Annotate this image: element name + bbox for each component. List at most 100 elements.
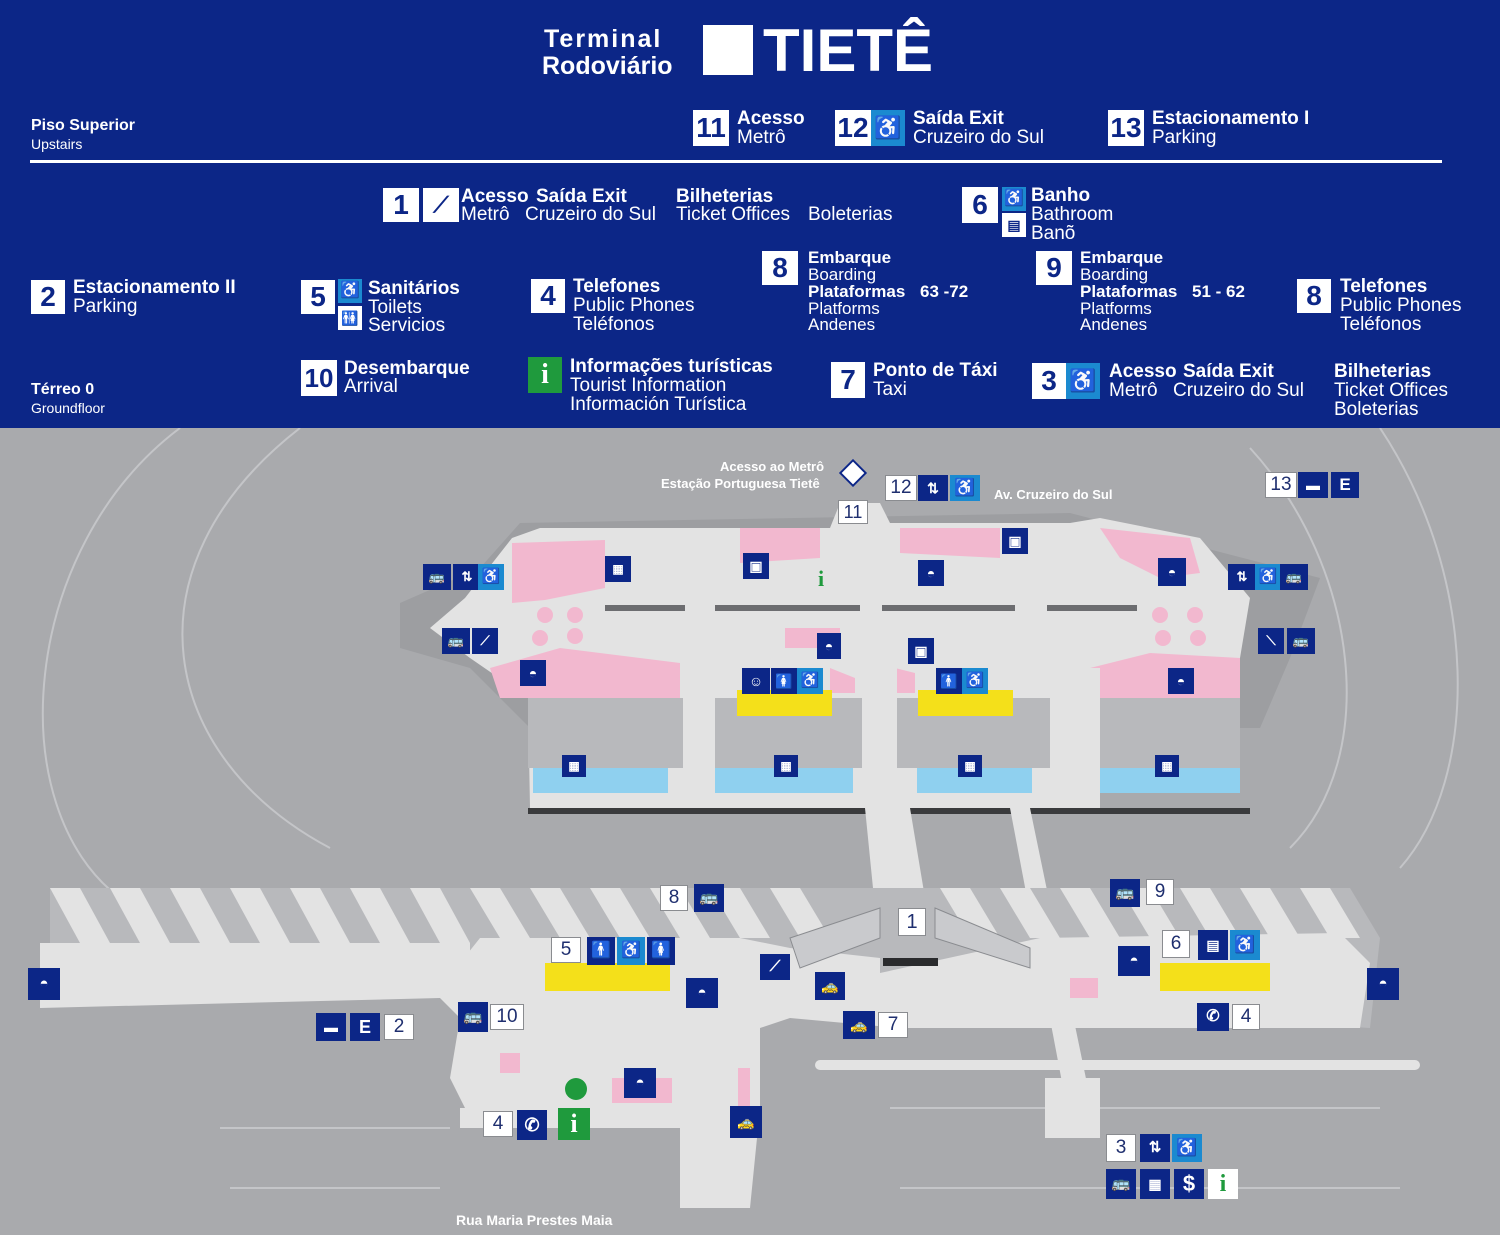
escalator-icon: ⟋ bbox=[760, 954, 790, 980]
taxi-icon: 🚕 bbox=[843, 1011, 875, 1039]
legend-num-7: 7 bbox=[831, 362, 865, 398]
legend-bilh-title: Bilheterias bbox=[1334, 361, 1432, 382]
map-marker-13: 13 bbox=[1265, 472, 1297, 498]
legend-num-8-phones: 8 bbox=[1297, 279, 1331, 313]
legend-9-platforms: Platforms bbox=[1080, 299, 1152, 318]
upper-level bbox=[400, 503, 1320, 814]
legend-9-andenes: Andenes bbox=[1080, 315, 1148, 334]
taxi-lane bbox=[815, 1060, 1420, 1070]
info-point-icon bbox=[565, 1078, 587, 1100]
legend-num-8-boarding: 8 bbox=[762, 251, 798, 285]
map-marker-12: 12 bbox=[885, 475, 917, 501]
legend-13-title: Estacionamento I bbox=[1152, 108, 1310, 129]
legend-info-title: Informações turísticas bbox=[570, 356, 773, 377]
legend-num-13: 13 bbox=[1108, 110, 1144, 146]
upstairs-floor-pt: Piso Superior bbox=[31, 117, 136, 134]
legend-num-4: 4 bbox=[531, 279, 565, 313]
map-marker-11: 11 bbox=[838, 500, 868, 524]
wheelchair-icon: ♿ bbox=[1002, 187, 1026, 211]
bus-icon: 🚌 bbox=[442, 628, 470, 654]
legend-1-boleterias: Boleterias bbox=[808, 204, 893, 225]
bus-icon: 🚌 bbox=[694, 884, 724, 912]
bus-icon: 🚌 bbox=[1110, 879, 1140, 907]
map-avenue: Av. Cruzeiro do Sul bbox=[994, 487, 1113, 502]
car-icon: ▬ bbox=[316, 1013, 346, 1041]
legend-5-title: Sanitários bbox=[368, 278, 460, 299]
legend-num-11: 11 bbox=[693, 110, 729, 146]
platform-block bbox=[528, 698, 683, 768]
upper-corridor bbox=[862, 663, 897, 808]
legend-4-s1: Public Phones bbox=[573, 295, 695, 316]
upper-corridor bbox=[1050, 668, 1100, 808]
money-icon: $ bbox=[1174, 1169, 1204, 1199]
map-metro-access: Acesso ao Metrô bbox=[720, 459, 825, 474]
legend-12-title: Saída Exit bbox=[913, 108, 1004, 129]
legend-panel: Terminal Rodoviário TIETÊ Piso Superior … bbox=[0, 0, 1500, 428]
header-name: TIETÊ bbox=[763, 17, 934, 84]
legend-num-10: 10 bbox=[301, 360, 337, 396]
bus-arrival-icon: 🚌 bbox=[458, 1002, 488, 1032]
header-terminal: Terminal bbox=[544, 25, 663, 53]
escalator-icon: ⟋ bbox=[472, 628, 498, 654]
phone-icon: ✆ bbox=[517, 1110, 547, 1140]
legend-11-sub: Metrô bbox=[737, 127, 786, 148]
bus-ticket-icon: ▦ bbox=[605, 556, 631, 582]
map-marker-2: 2 bbox=[384, 1014, 414, 1040]
legend-11-title: Acesso bbox=[737, 108, 805, 129]
restaurant-icon: ◓ bbox=[520, 660, 546, 686]
legend-6-title: Banho bbox=[1031, 185, 1091, 206]
header-square-logo bbox=[703, 25, 753, 75]
legend-13-sub: Parking bbox=[1152, 127, 1217, 148]
legend-8-embarque: Embarque bbox=[808, 248, 892, 267]
legend-1-cruzeiro: Cruzeiro do Sul bbox=[525, 204, 656, 225]
legend-8t-title: Telefones bbox=[1340, 276, 1428, 297]
map-marker-8: 8 bbox=[660, 885, 688, 911]
ticket-office-icon: ▦ bbox=[562, 755, 586, 777]
info-icon: i bbox=[528, 357, 562, 393]
legend-divider bbox=[30, 160, 1442, 163]
baby-change-icon: ☺ bbox=[742, 668, 770, 694]
wheelchair-icon: ♿ bbox=[1230, 930, 1260, 960]
legend-num-6: 6 bbox=[962, 187, 998, 223]
toilets-icon: 🚻 bbox=[338, 306, 362, 330]
toilet-man-icon: 🚹 bbox=[587, 937, 615, 965]
legend-1-ticket: Ticket Offices bbox=[676, 204, 791, 225]
ticket-office-icon: ▦ bbox=[774, 755, 798, 777]
stairs-landing bbox=[883, 958, 938, 966]
legend-8-boarding: Boarding bbox=[808, 265, 877, 284]
pink-zone bbox=[895, 668, 915, 693]
road-lines bbox=[41, 428, 1459, 1189]
bus-person-icon: 🚌 bbox=[1280, 564, 1308, 590]
legend-12-sub: Cruzeiro do Sul bbox=[913, 127, 1044, 148]
map-marker-4b: 4 bbox=[1232, 1004, 1260, 1030]
car-icon: ▬ bbox=[1298, 472, 1328, 498]
legend-info-s2: Información Turística bbox=[570, 394, 747, 415]
elevator-icon: ⇅ bbox=[1140, 1134, 1170, 1162]
legend-8-range: 63 -72 bbox=[920, 282, 969, 301]
ground-floor-en: Groundfloor bbox=[31, 400, 105, 416]
legend-num-5: 5 bbox=[301, 280, 335, 314]
restaurant-icon: ◓ bbox=[686, 978, 718, 1008]
ticket-office-icon: ▦ bbox=[1140, 1169, 1170, 1199]
pink-zone-lower bbox=[500, 1053, 520, 1073]
legend-3-saida: Saída Exit bbox=[1183, 361, 1274, 382]
ticket-office-icon: ▦ bbox=[1155, 755, 1179, 777]
legend-10-title: Desembarque bbox=[344, 358, 470, 379]
pink-zone-lower bbox=[738, 1068, 750, 1113]
legend-1-bilheterias: Bilheterias bbox=[676, 186, 774, 207]
map-marker-3: 3 bbox=[1106, 1134, 1136, 1162]
lower-floor bbox=[40, 933, 1370, 1208]
legend-9-embarque: Embarque bbox=[1080, 248, 1164, 267]
gift-shop-icon: ▣ bbox=[1002, 528, 1028, 554]
parking-e-icon: E bbox=[350, 1013, 380, 1041]
restaurant-icon: ◓ bbox=[28, 968, 60, 1000]
elevator-icon: ⇅ bbox=[1228, 564, 1256, 590]
legend-num-2: 2 bbox=[31, 280, 65, 314]
map-marker-5: 5 bbox=[551, 937, 581, 963]
bus-icon: 🚌 bbox=[1106, 1169, 1136, 1199]
map-marker-9: 9 bbox=[1146, 879, 1174, 905]
pink-zone bbox=[900, 528, 1000, 558]
legend-num-12: 12 bbox=[835, 110, 871, 146]
legend-1-acesso: Acesso bbox=[461, 186, 529, 207]
legend-8t-s1: Public Phones bbox=[1340, 295, 1462, 316]
